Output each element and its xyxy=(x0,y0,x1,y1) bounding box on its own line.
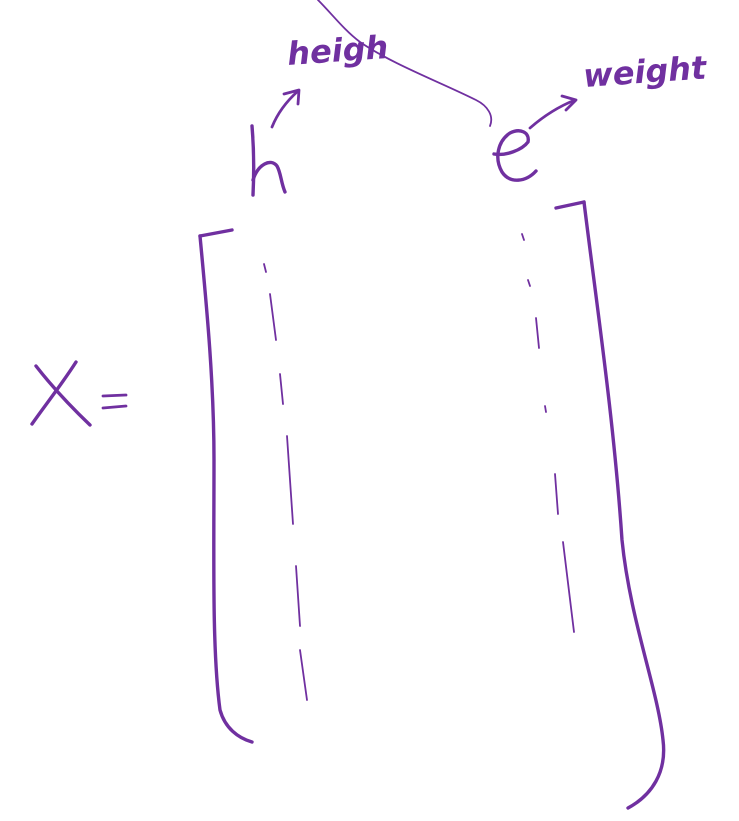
arrow-h-to-label xyxy=(270,88,301,129)
annotation-heigh: heigh xyxy=(286,28,390,73)
left-bracket xyxy=(198,228,254,744)
equals-sign xyxy=(101,393,128,410)
connector-stroke xyxy=(317,0,493,127)
annotation-weight: weight xyxy=(582,48,709,95)
variable-x xyxy=(30,360,92,427)
column-symbol-h xyxy=(250,124,287,197)
column-symbol-e xyxy=(492,129,538,182)
right-bracket xyxy=(554,200,666,810)
column-e-entries xyxy=(521,233,575,633)
arrow-e-to-label xyxy=(528,94,578,130)
column-h-entries xyxy=(263,263,308,701)
